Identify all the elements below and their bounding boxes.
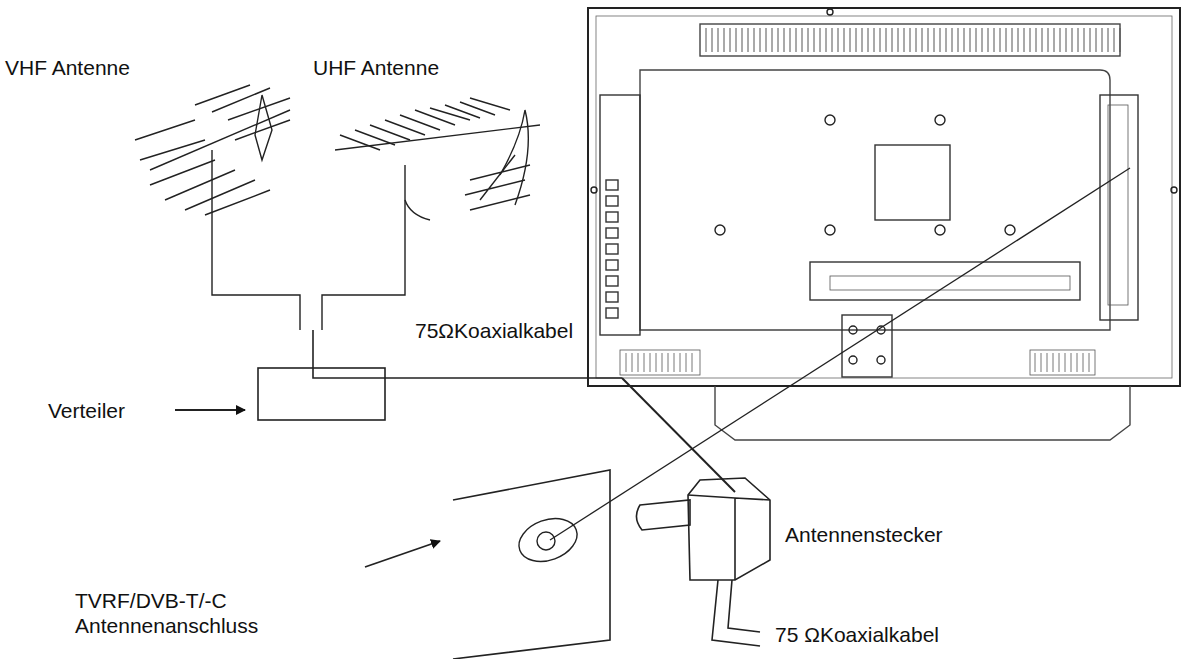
connector-label: TVRF/DVB-T/-C Antennenanschluss [75, 588, 275, 638]
antenna-plug [636, 478, 770, 646]
part-name: Verteiler [48, 398, 125, 423]
part-name: Antennenstecker [785, 522, 943, 547]
uhf-antenna [322, 98, 540, 330]
vhf-antenna [135, 85, 300, 330]
wall-plate [365, 470, 610, 659]
speaker-grille [626, 353, 1089, 372]
splitter [175, 330, 622, 420]
antenna-label: VHF Antenne [5, 55, 130, 80]
tv-back [588, 8, 1180, 440]
cable-label: 75ΩKoaxialkabel [415, 318, 573, 343]
cable-label: 75 ΩKoaxialkabel [775, 622, 939, 647]
antenna-label: UHF Antenne [313, 55, 439, 80]
leader-line [550, 168, 1130, 540]
coax-cable [622, 378, 735, 492]
